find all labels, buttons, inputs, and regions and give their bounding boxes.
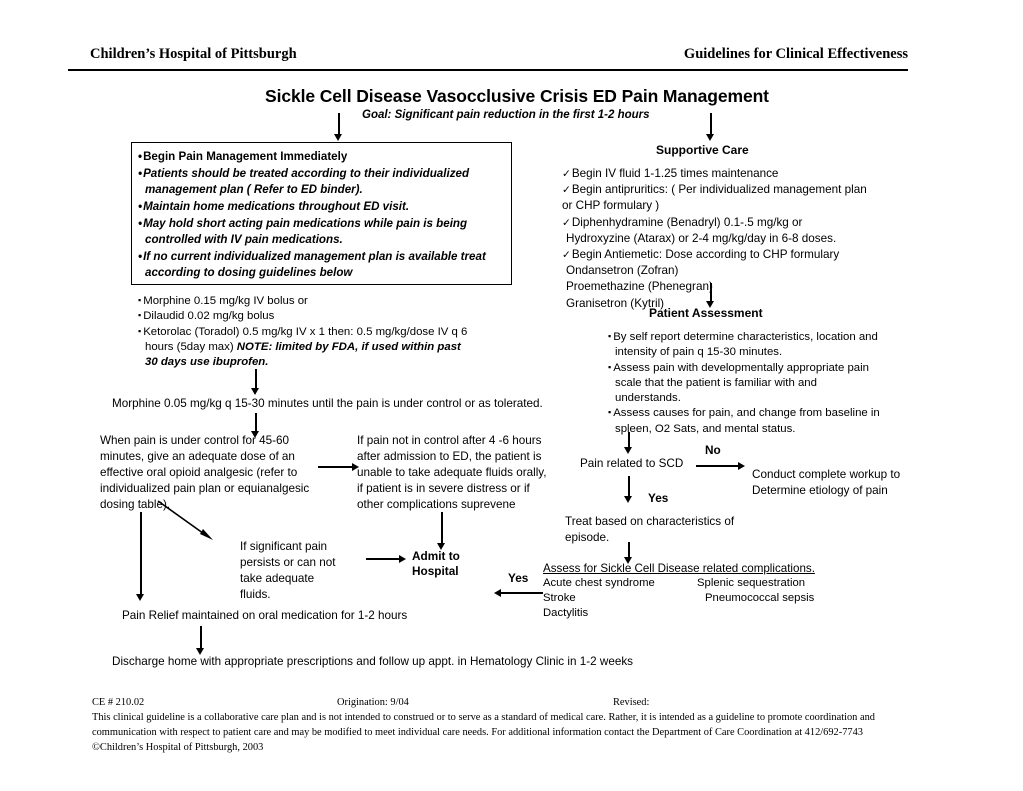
list-item: or CHP formulary ) <box>562 199 660 213</box>
list-item: Begin Pain Management Immediately <box>138 149 503 165</box>
patient-assessment-title: Patient Assessment <box>649 306 763 320</box>
list-item: Ketorolac (Toradol) 0.5 mg/kg IV x 1 the… <box>138 325 468 371</box>
list-item: If no current individualized management … <box>138 249 503 281</box>
footer-revised: Revised: <box>613 697 650 708</box>
header-divider <box>68 69 908 71</box>
pain-related-scd-text: Pain related to SCD <box>580 457 684 470</box>
list-item: Ondansetron (Zofran) <box>566 264 679 278</box>
goal-statement: Goal: Significant pain reduction in the … <box>362 109 650 121</box>
label-yes-complications: Yes <box>508 571 529 585</box>
list-item: Maintain home medications throughout ED … <box>138 199 503 215</box>
treat-based-text: Treat based on characteristics of episod… <box>565 515 735 544</box>
list-item: Morphine 0.15 mg/kg IV bolus or <box>138 294 468 309</box>
header-institution: Children’s Hospital of Pittsburgh <box>90 46 297 62</box>
list-item: Splenic sequestration <box>697 577 806 589</box>
list-item: Diphenhydramine (Benadryl) 0.1-.5 mg/kg … <box>562 215 922 231</box>
pain-controlled-text: When pain is under control for 45-60 min… <box>100 434 310 511</box>
initial-management-list: Begin Pain Management Immediately Patien… <box>138 149 503 281</box>
footer-origination: Origination: 9/04 <box>337 697 409 708</box>
admit-hospital-label: Admit to Hospital <box>412 549 460 579</box>
list-item: Hydroxyzine (Atarax) or 2-4 mg/kg/day in… <box>566 231 837 245</box>
morphine-titration-text: Morphine 0.05 mg/kg q 15-30 minutes unti… <box>112 397 543 410</box>
footer-ce-number: CE # 210.02 <box>92 697 145 708</box>
pain-not-controlled-text: If pain not in control after 4 -6 hours … <box>357 434 547 511</box>
list-item: Begin Antiemetic: Dose according to CHP … <box>562 247 922 263</box>
list-item: Assess causes for pain, and change from … <box>608 406 880 437</box>
initial-management-box: Begin Pain Management Immediately Patien… <box>131 142 512 285</box>
list-item: May hold short acting pain medications w… <box>138 216 503 248</box>
patient-assessment-list: By self report determine characteristics… <box>608 330 880 437</box>
list-item: Granisetron (Kytril) <box>566 296 665 310</box>
list-item: Acute chest syndrome <box>543 577 655 589</box>
significant-pain-text: If significant pain persists or can not … <box>240 540 336 601</box>
list-item: By self report determine characteristics… <box>608 330 880 361</box>
header-guidelines: Guidelines for Clinical Effectiveness <box>683 46 908 62</box>
ketorolac-fda-note: NOTE: limited by FDA, if used within pas… <box>145 340 461 369</box>
list-item: Dactylitis <box>543 607 589 620</box>
complications-col1: Acute chest syndrome Stroke Dactylitis <box>543 576 655 621</box>
list-item: Pneumococcal sepsis <box>705 592 815 605</box>
diagonal-arrow-to-significant-pain <box>157 500 213 540</box>
dosing-guidelines-list: Morphine 0.15 mg/kg IV bolus or Dilaudid… <box>138 294 468 370</box>
list-item: Proemethazine (Phenegran) <box>566 280 713 294</box>
list-item: Dilaudid 0.02 mg/kg bolus <box>138 309 468 324</box>
pain-relief-text: Pain Relief maintained on oral medicatio… <box>122 609 408 622</box>
supportive-care-title: Supportive Care <box>656 143 749 157</box>
list-item: Stroke <box>543 592 576 605</box>
label-no: No <box>705 443 721 457</box>
footer-copyright: ©Children’s Hospital of Pittsburgh, 2003 <box>92 742 264 753</box>
complications-heading: Assess for Sickle Cell Disease related c… <box>543 562 815 575</box>
footer-disclaimer: This clinical guideline is a collaborati… <box>92 712 875 739</box>
page-title: Sickle Cell Disease Vasocclusive Crisis … <box>265 86 769 106</box>
discharge-text: Discharge home with appropriate prescrip… <box>112 655 634 668</box>
workup-text: Conduct complete workup to Determine eti… <box>752 468 901 497</box>
list-item: Begin IV fluid 1-1.25 times maintenance <box>562 166 922 182</box>
complications-col2: Splenic sequestration Pneumococcal sepsi… <box>697 576 814 606</box>
list-item: Assess pain with developmentally appropr… <box>608 361 880 407</box>
supportive-care-list: Begin IV fluid 1-1.25 times maintenance … <box>562 166 922 312</box>
list-item: Patients should be treated according to … <box>138 166 503 198</box>
label-yes: Yes <box>648 491 669 505</box>
ketorolac-plain-text: Ketorolac (Toradol) 0.5 mg/kg IV x 1 the… <box>143 325 468 353</box>
list-item: Begin antipruritics: ( Per individualize… <box>562 182 922 198</box>
